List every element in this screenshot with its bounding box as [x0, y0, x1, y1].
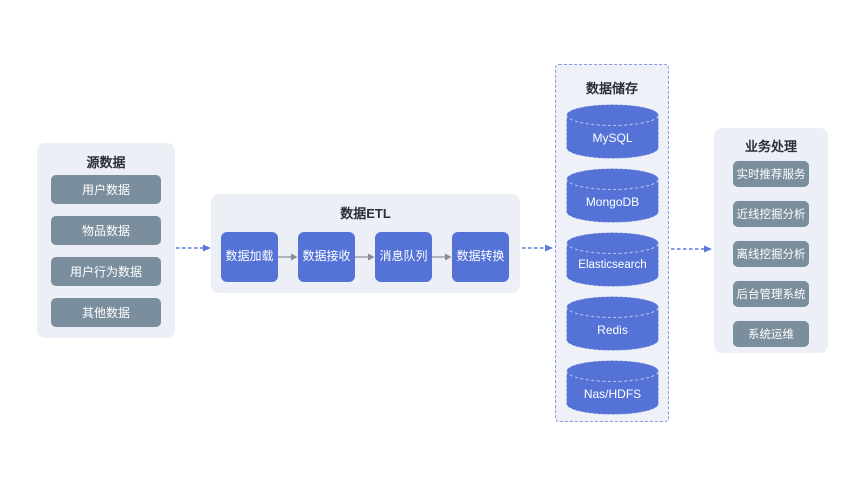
arrow-storage-to-business [671, 245, 712, 253]
source-node-other-data[interactable]: 其他数据 [51, 298, 161, 327]
source-node-user-behavior-data[interactable]: 用户行为数据 [51, 257, 161, 286]
db-cylinder-mysql[interactable]: MySQL [566, 104, 659, 159]
source-panel-title: 源数据 [86, 155, 126, 170]
source-node-user-data[interactable]: 用户数据 [51, 175, 161, 204]
db-label: Nas/HDFS [583, 387, 642, 401]
business-node-admin-system[interactable]: 后台管理系统 [733, 281, 809, 307]
data-storage-panel: 数据储存 MySQL MongoDB Elasticsearch [555, 64, 669, 422]
storage-panel-title: 数据储存 [585, 81, 638, 96]
etl-step-data-load[interactable]: 数据加载 [221, 232, 278, 282]
business-node-system-ops[interactable]: 系统运维 [733, 321, 809, 347]
business-node-offline-mining[interactable]: 离线挖掘分析 [733, 241, 809, 267]
arrow-source-to-etl [176, 244, 211, 252]
db-cylinder-elasticsearch[interactable]: Elasticsearch [566, 232, 659, 287]
arrow-etl-step-3 [432, 253, 452, 261]
business-processing-panel: 业务处理 实时推荐服务 近线挖掘分析 离线挖掘分析 后台管理系统 系统运维 [714, 128, 828, 353]
business-node-realtime-recommend[interactable]: 实时推荐服务 [733, 161, 809, 187]
etl-step-data-transform[interactable]: 数据转换 [452, 232, 509, 282]
source-node-item-data[interactable]: 物品数据 [51, 216, 161, 245]
cylinder-icon [566, 360, 659, 415]
etl-step-data-receive[interactable]: 数据接收 [298, 232, 355, 282]
cylinder-icon [566, 168, 659, 223]
cylinder-icon [566, 296, 659, 351]
cylinder-icon [566, 232, 659, 287]
source-data-panel: 源数据 用户数据 物品数据 用户行为数据 其他数据 [37, 143, 175, 338]
etl-panel: 数据ETL 数据加载 数据接收 消息队列 数据转换 [211, 194, 520, 293]
cylinder-icon [566, 104, 659, 159]
etl-step-message-queue[interactable]: 消息队列 [375, 232, 432, 282]
db-cylinder-nas-hdfs[interactable]: Nas/HDFS [566, 360, 659, 415]
db-label: Redis [597, 323, 628, 337]
db-label: MongoDB [585, 195, 640, 209]
business-panel-title: 业务处理 [744, 139, 797, 154]
arrow-etl-to-storage [522, 244, 553, 252]
db-cylinder-mongodb[interactable]: MongoDB [566, 168, 659, 223]
business-node-nearline-mining[interactable]: 近线挖掘分析 [733, 201, 809, 227]
etl-panel-title: 数据ETL [340, 206, 391, 221]
db-label: MySQL [592, 131, 633, 145]
db-cylinder-redis[interactable]: Redis [566, 296, 659, 351]
arrow-etl-step-1 [278, 253, 298, 261]
arrow-etl-step-2 [355, 253, 375, 261]
db-label: Elasticsearch [578, 259, 647, 271]
